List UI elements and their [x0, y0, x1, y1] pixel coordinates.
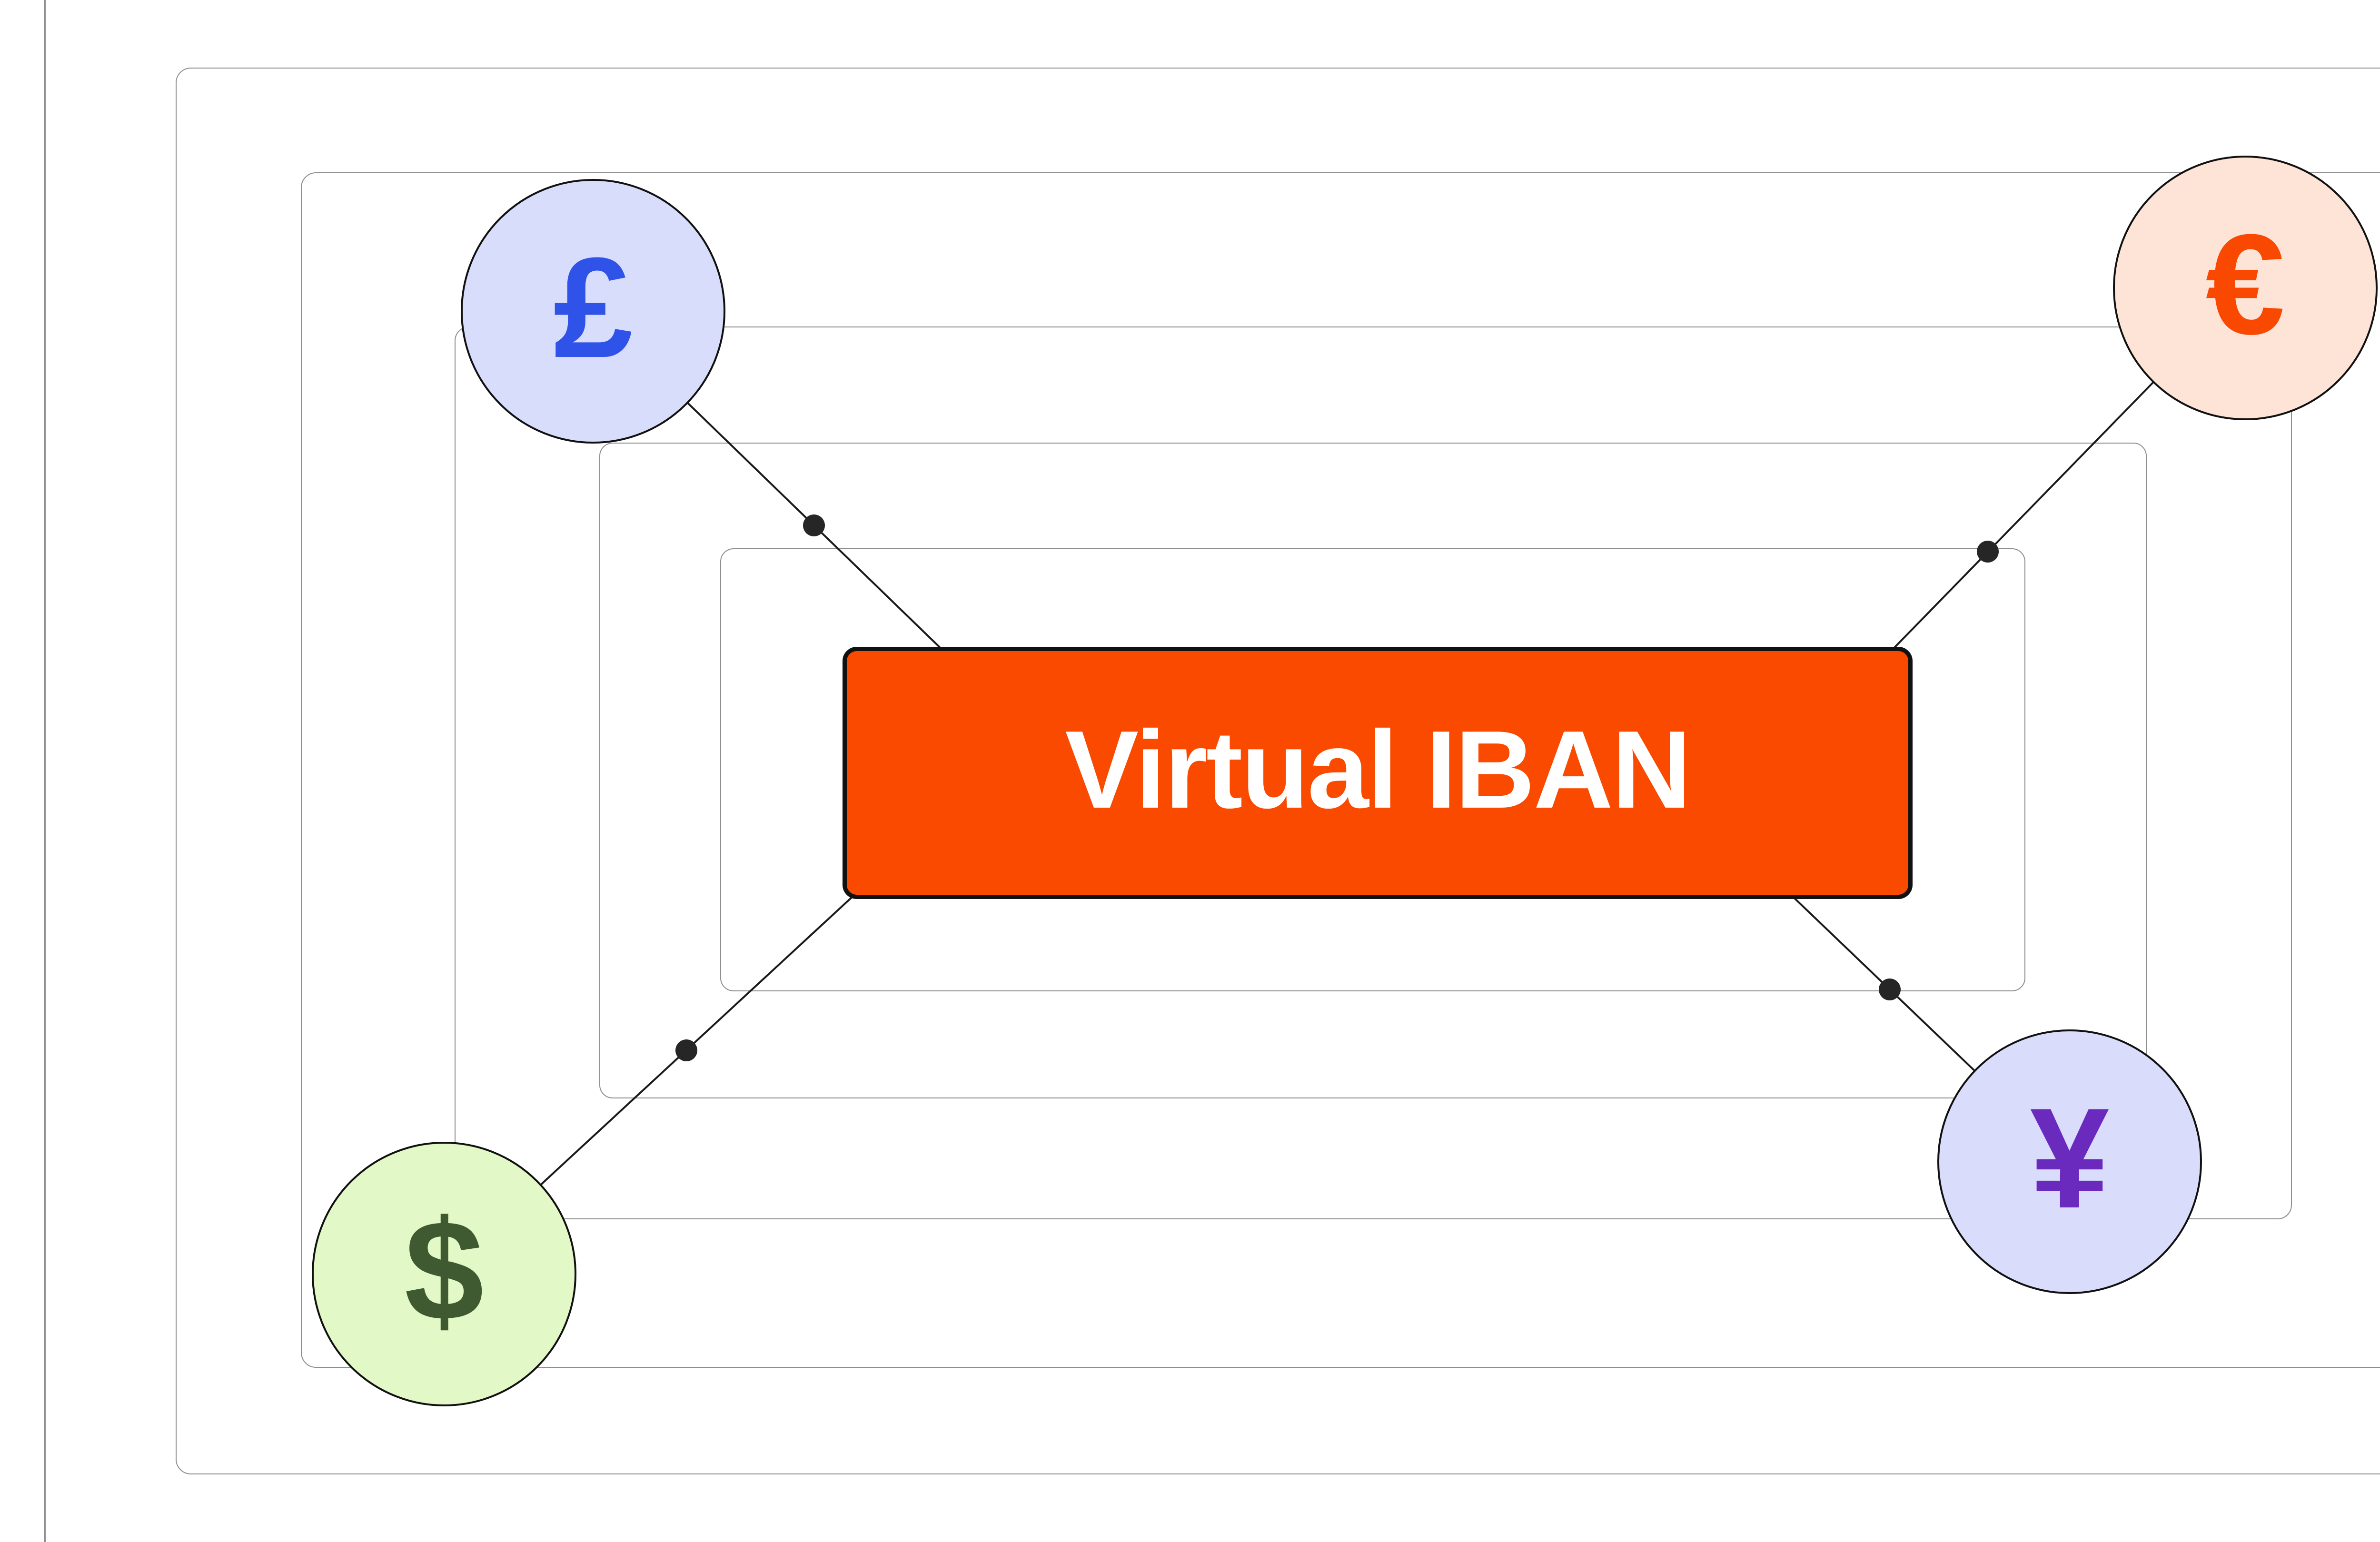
usd-currency-icon: $ — [404, 1190, 484, 1350]
jpy-currency-icon: ¥ — [2030, 1078, 2110, 1238]
currency-node-eur: € — [2113, 156, 2378, 420]
connector-usd-dot — [675, 1039, 697, 1061]
virtual-iban-box: Virtual IBAN — [843, 647, 1913, 899]
frame-outer-2 — [301, 172, 2380, 1368]
connector-jpy-dot — [1879, 979, 1901, 1000]
eur-currency-icon: € — [2205, 204, 2285, 364]
connector-eur-dot — [1977, 541, 1999, 563]
frame-inner-4 — [599, 443, 2147, 1098]
frame-outer-1 — [176, 68, 2380, 1474]
frame-middle-3 — [455, 326, 2292, 1219]
gbp-currency-icon: £ — [553, 227, 633, 387]
currency-node-gbp: £ — [461, 179, 725, 444]
frame-inner-5 — [720, 548, 2025, 991]
currency-node-usd: $ — [312, 1142, 576, 1406]
outer-boundary-line — [44, 0, 46, 1542]
connector-gbp-dot — [803, 514, 825, 536]
currency-node-jpy: ¥ — [1937, 1029, 2202, 1294]
virtual-iban-label: Virtual IBAN — [1065, 708, 1691, 831]
